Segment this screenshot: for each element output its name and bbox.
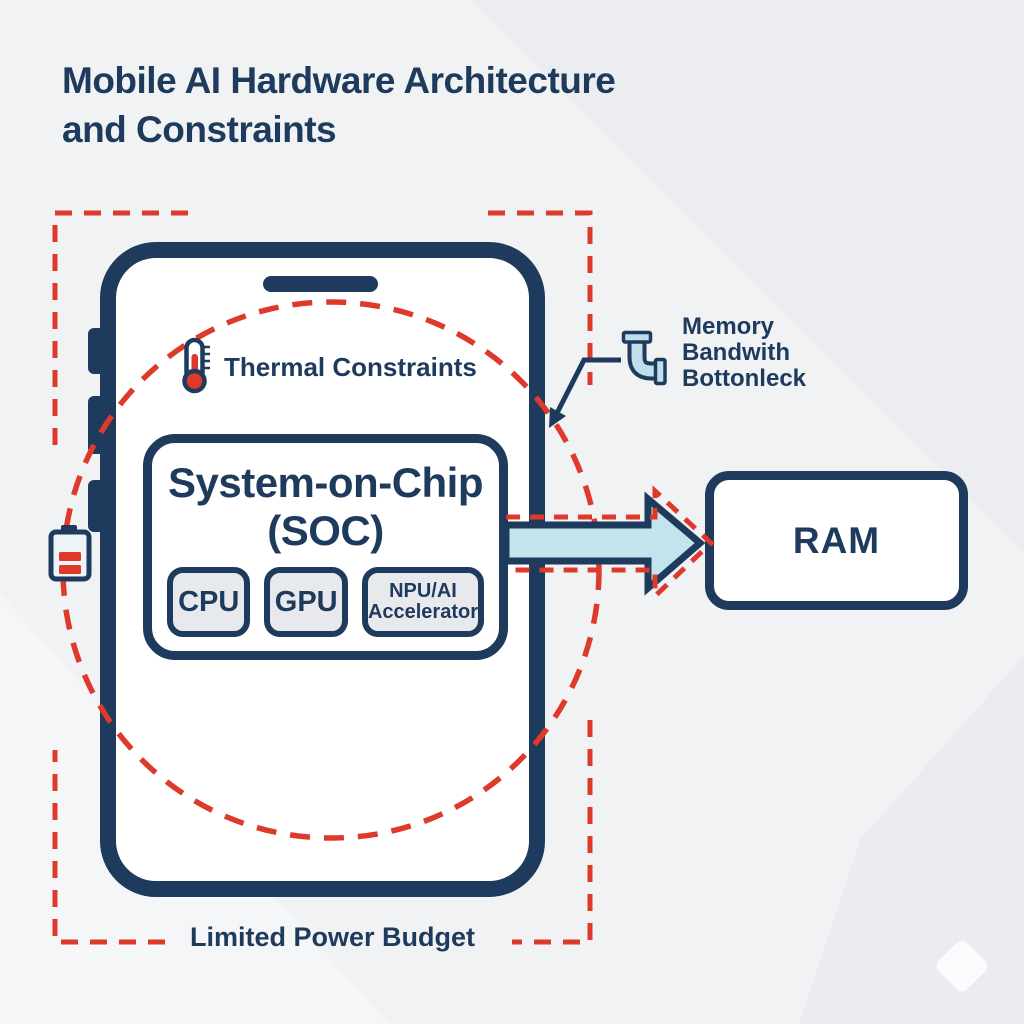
chip-npu-ai-accelerator: NPU/AI Accelerator <box>361 567 484 637</box>
phone-frame: System-on-Chip (SOC) CPU GPU NPU/AI Acce… <box>100 242 545 897</box>
soc-chip-row: CPU GPU NPU/AI Accelerator <box>167 567 484 637</box>
chip-gpu-label: GPU <box>274 585 338 618</box>
connector-arrowhead-icon <box>549 407 566 428</box>
memory-annotation-connector <box>549 357 621 428</box>
soc-title-line2: (SOC) <box>267 507 384 554</box>
thermal-constraints-label: Thermal Constraints <box>224 352 477 382</box>
memory-annotation-line2: Bandwith <box>682 339 790 366</box>
pipe-elbow-icon <box>621 330 667 386</box>
soc-title: System-on-Chip (SOC) <box>152 459 499 555</box>
chip-npu-label-line2: Accelerator <box>367 601 478 623</box>
ram-label: RAM <box>792 519 881 561</box>
soc-box: System-on-Chip (SOC) CPU GPU NPU/AI Acce… <box>143 434 508 660</box>
low-battery-icon <box>48 525 92 582</box>
chip-cpu: CPU <box>167 567 251 637</box>
ram-box: RAM <box>705 471 968 610</box>
memory-bandwidth-annotation: Memory Bandwith Bottonleck <box>682 314 806 392</box>
chip-cpu-label: CPU <box>178 585 240 618</box>
memory-annotation-line3: Bottonleck <box>682 365 807 392</box>
limited-power-budget-label: Limited Power Budget <box>189 922 476 952</box>
chip-gpu: GPU <box>264 567 348 637</box>
page-title: Mobile AI Hardware Architecture and Cons… <box>62 56 616 154</box>
page-title-line1: Mobile AI Hardware Architecture <box>62 60 616 101</box>
connector-line <box>553 357 621 417</box>
soc-title-line1: System-on-Chip <box>167 459 484 506</box>
memory-annotation-line1: Memory <box>682 313 775 340</box>
chip-npu-label-line1: NPU/AI <box>389 580 457 602</box>
phone-speaker-slot <box>263 276 378 292</box>
page-title-line2: and Constraints <box>62 109 337 150</box>
